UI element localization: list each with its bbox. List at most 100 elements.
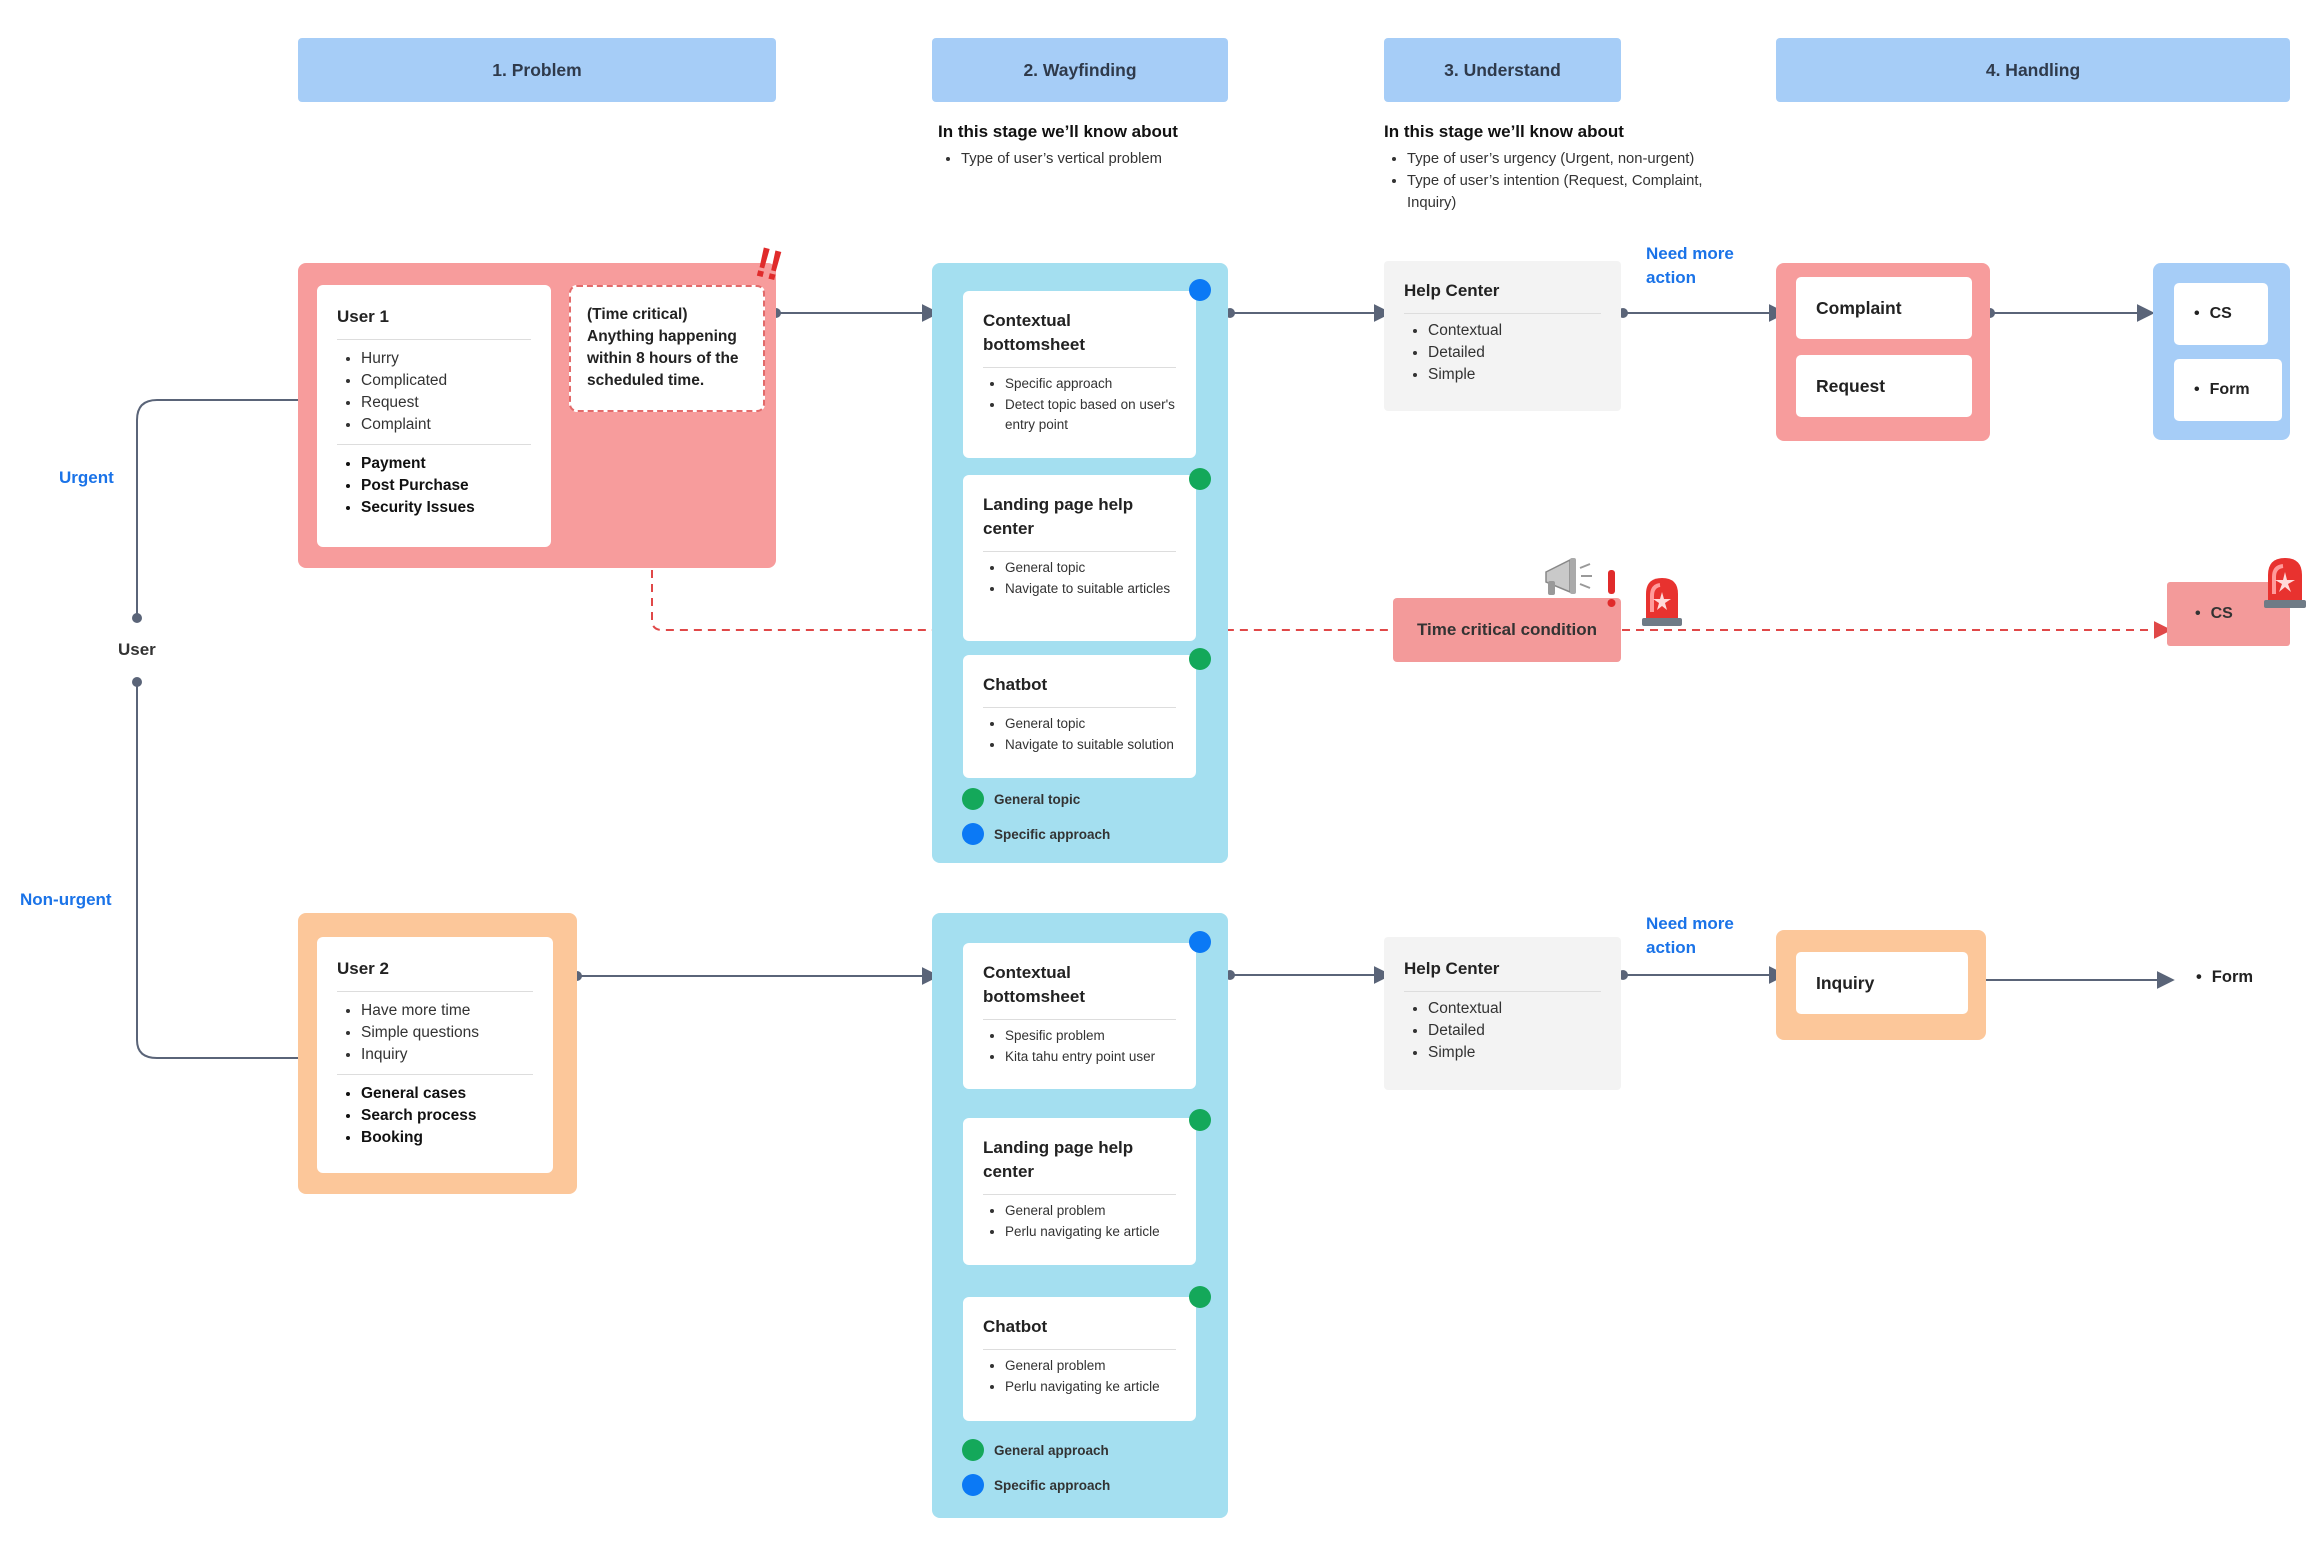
bullet: •	[2195, 605, 2201, 622]
hc-item: Contextual	[1428, 998, 1601, 1020]
hc-item: Detailed	[1428, 1020, 1601, 1042]
handling-nonurgent-panel: Inquiry	[1776, 930, 1986, 1040]
divider	[1404, 313, 1601, 314]
legend-general: General approach	[962, 1439, 1109, 1461]
trait-item: Have more time	[361, 1000, 533, 1022]
user1-card: User 1 Hurry Complicated Request Complai…	[317, 285, 551, 547]
hc-item: Simple	[1428, 364, 1601, 386]
wayfinding-card-landing: Landing page help center General problem…	[963, 1118, 1196, 1265]
wayfinding-nonurgent-panel: Contextual bottomsheet Spesific problem …	[932, 913, 1228, 1518]
user2-topics: General cases Search process Booking	[337, 1083, 533, 1149]
legend-dot-green	[962, 1439, 984, 1461]
exclamation-icon	[1604, 570, 1618, 610]
form-label: Form	[2211, 968, 2254, 986]
divider	[983, 1349, 1176, 1350]
divider	[1404, 991, 1601, 992]
help-center-nonurgent: Help Center Contextual Detailed Simple	[1384, 937, 1621, 1090]
handling-urgent-panel: Complaint Request	[1776, 263, 1990, 441]
legend-dot-blue	[962, 1474, 984, 1496]
card-list: General topic Navigate to suitable artic…	[983, 558, 1176, 599]
stage-header-problem: 1. Problem	[298, 38, 776, 102]
note-title: In this stage we’ll know about	[1384, 122, 1624, 141]
bullet: •	[2196, 968, 2202, 986]
card-item: Navigate to suitable articles	[1005, 579, 1176, 600]
note-item: Type of user’s urgency (Urgent, non-urge…	[1407, 148, 1737, 170]
divider	[983, 367, 1176, 368]
divider	[983, 707, 1176, 708]
card-title: Landing page help center	[983, 495, 1134, 538]
stage-header-wayfinding: 2. Wayfinding	[932, 38, 1228, 102]
topic-item: Payment	[361, 453, 531, 475]
card-item: General topic	[1005, 714, 1176, 735]
card-list: General problem Perlu navigating ke arti…	[983, 1201, 1176, 1242]
card-item: Perlu navigating ke article	[1005, 1377, 1176, 1398]
user1-panel: User 1 Hurry Complicated Request Complai…	[298, 263, 776, 568]
legend-label: General topic	[994, 791, 1081, 807]
wayfinding-card-contextual: Contextual bottomsheet Spesific problem …	[963, 943, 1196, 1089]
trait-item: Hurry	[361, 348, 531, 370]
wayfinding-card-chatbot: Chatbot General problem Perlu navigating…	[963, 1297, 1196, 1421]
legend-dot-green	[962, 788, 984, 810]
cs-urgent-panel: •CS •Form	[2153, 263, 2290, 440]
general-topic-dot	[1189, 648, 1211, 670]
card-title: Landing page help center	[983, 1138, 1134, 1181]
understand-note: In this stage we’ll know about Type of u…	[1384, 122, 1744, 214]
trait-item: Complaint	[361, 414, 531, 436]
cs-card: •CS	[2174, 283, 2268, 345]
help-center-list: Contextual Detailed Simple	[1404, 320, 1601, 386]
user2-panel: User 2 Have more time Simple questions I…	[298, 913, 577, 1194]
card-item: General topic	[1005, 558, 1176, 579]
topic-item: Search process	[361, 1105, 533, 1127]
divider	[337, 991, 533, 992]
card-title: Chatbot	[983, 675, 1048, 694]
topic-item: Security Issues	[361, 497, 531, 519]
divider	[983, 1019, 1176, 1020]
hc-item: Detailed	[1428, 342, 1601, 364]
card-item: Kita tahu entry point user	[1005, 1047, 1176, 1068]
lane-label-urgent: Urgent	[59, 468, 114, 487]
topic-item: Post Purchase	[361, 475, 531, 497]
user1-traits: Hurry Complicated Request Complaint	[337, 348, 531, 436]
form-label: Form	[2209, 381, 2250, 398]
help-center-title: Help Center	[1404, 959, 1500, 978]
topic-item: General cases	[361, 1083, 533, 1105]
divider	[983, 551, 1176, 552]
complaint-card: Complaint	[1796, 277, 1972, 339]
note-item: Type of user’s vertical problem	[961, 148, 1258, 170]
megaphone-icon	[1540, 552, 1598, 604]
wayfinding-note: In this stage we’ll know about Type of u…	[938, 122, 1258, 170]
form-nonurgent: • Form	[2196, 968, 2253, 987]
wayfinding-card-landing: Landing page help center General topic N…	[963, 475, 1196, 641]
user-root-label: User	[118, 640, 156, 659]
card-item: Navigate to suitable solution	[1005, 735, 1176, 756]
card-item: Detect topic based on user's entry point	[1005, 395, 1176, 436]
help-center-list: Contextual Detailed Simple	[1404, 998, 1601, 1064]
specific-approach-dot	[1189, 279, 1211, 301]
general-approach-dot	[1189, 1286, 1211, 1308]
request-card: Request	[1796, 355, 1972, 417]
help-center-title: Help Center	[1404, 281, 1500, 300]
need-more-action-urgent: Need more action	[1646, 244, 1734, 287]
legend-label: Specific approach	[994, 826, 1111, 842]
help-center-urgent: Help Center Contextual Detailed Simple	[1384, 261, 1621, 411]
note-title: In this stage we’ll know about	[938, 122, 1178, 141]
general-topic-dot	[1189, 468, 1211, 490]
legend-label: General approach	[994, 1442, 1109, 1458]
form-card: •Form	[2174, 359, 2282, 421]
card-list: Specific approach Detect topic based on …	[983, 374, 1176, 436]
stage-label: 4. Handling	[1985, 59, 2081, 80]
hc-item: Contextual	[1428, 320, 1601, 342]
user2-card: User 2 Have more time Simple questions I…	[317, 937, 553, 1173]
legend-specific: Specific approach	[962, 823, 1110, 845]
stage-label: 1. Problem	[492, 59, 582, 80]
stage-label: 2. Wayfinding	[1023, 59, 1137, 80]
card-item: General problem	[1005, 1356, 1176, 1377]
legend-label: Specific approach	[994, 1477, 1111, 1493]
note-list: Type of user’s urgency (Urgent, non-urge…	[1384, 148, 1737, 214]
card-title: Contextual bottomsheet	[983, 963, 1085, 1006]
hc-item: Simple	[1428, 1042, 1601, 1064]
stage-label: 3. Understand	[1444, 59, 1561, 80]
divider	[337, 1074, 533, 1075]
note-item: Type of user’s intention (Request, Compl…	[1407, 170, 1737, 214]
divider	[983, 1194, 1176, 1195]
